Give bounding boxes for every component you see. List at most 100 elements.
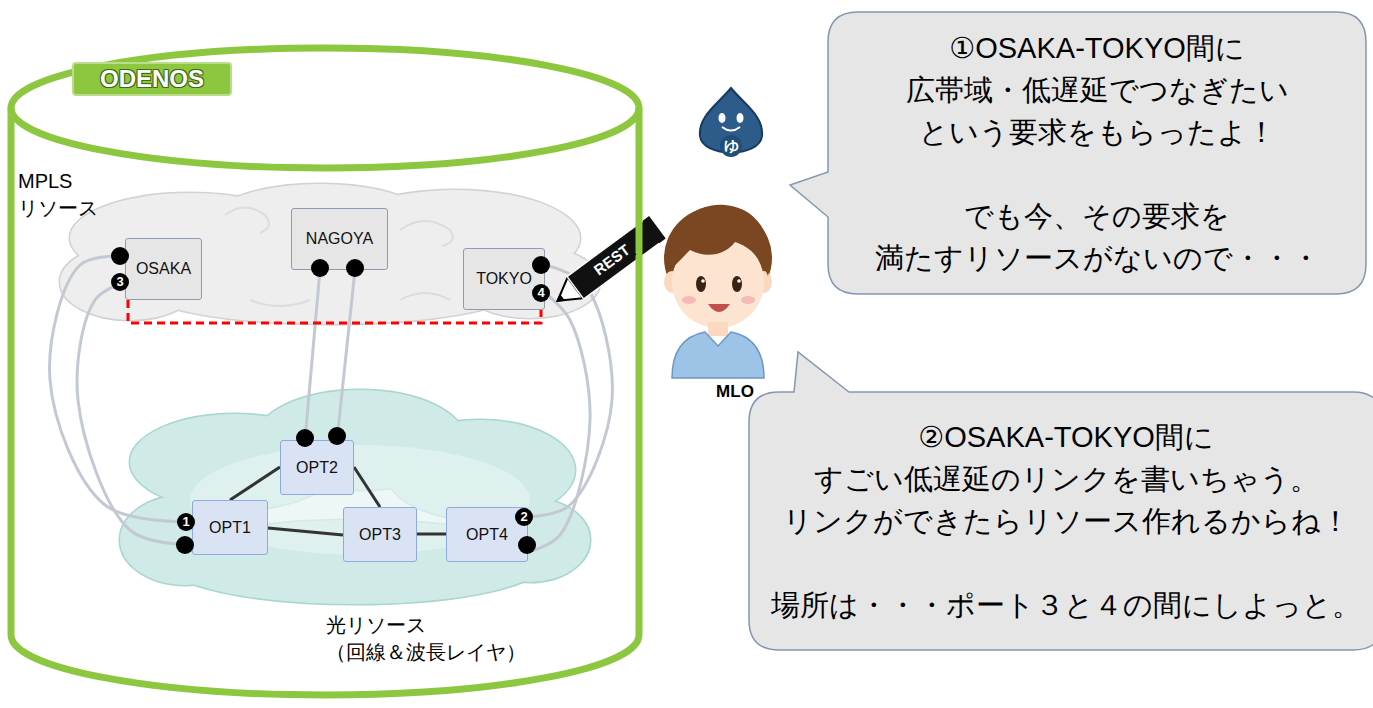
cloud-swirl [225,208,269,234]
cylinder-outline [7,45,643,700]
shirt [672,332,764,378]
port-dot [176,536,194,554]
text-line: ODENOS [100,65,204,93]
fiber-link [268,528,343,535]
fiber-link [230,467,280,500]
router-box: OSAKA [125,238,202,300]
layer-link [337,270,355,440]
pencil-end [643,216,666,243]
cylinder-body [11,108,639,695]
port-number: 1 [177,513,195,531]
node-name: OPT3 [359,526,401,544]
mascot-letter: ゆ [720,135,742,157]
cheek [741,296,755,304]
text-line: OPT3 [359,526,401,544]
bubble-shape [749,352,1373,650]
cloud-swirl [400,293,450,300]
port-dot [532,256,550,274]
node-name: OPT4 [466,526,508,544]
node-name: NAGOYA [306,230,373,248]
optical-cloud [120,390,590,604]
text-line: （回線＆波長レイヤ） [326,639,526,666]
eye [732,276,742,292]
text-line: ゆ [720,135,742,157]
text-line: 2 [515,508,533,526]
text-line: 1 [177,513,195,531]
optical-node-box: OPT2 [280,440,354,495]
router-box: NAGOYA [291,208,388,270]
mascot-mouth [722,127,740,131]
text-line: 3 [111,273,129,291]
layer-link [305,270,320,440]
port-dot [111,247,129,265]
mouth [708,304,730,312]
eye [696,276,706,292]
actor-name: MLO [716,382,754,402]
port-number: 4 [532,284,550,302]
layer-link [77,282,192,545]
text-line: リンクができたらリソース作れるからね！ [783,500,1350,542]
eye-light [737,279,741,283]
layer-label: MPLS リソース [18,168,98,222]
layer-label: 光リソース （回線＆波長レイヤ） [326,612,526,666]
port-number: 2 [515,508,533,526]
text-line: すごい低遅延のリンクを書いちゃう。 [783,458,1350,500]
text-line: TOKYO [476,270,532,288]
eye-light [701,279,705,283]
text-line: OPT4 [466,526,508,544]
speech-text: ①OSAKA-TOKYO間に 広帯域・低遅延でつなぎたい という要求をもらったよ… [906,27,1289,153]
speech-text: でも今、その要求を 満たすリソースがないので・・・ [875,195,1320,279]
neck [708,322,728,336]
mascot-eye [719,113,726,123]
node-name: OPT1 [209,519,251,537]
mpls-cloud [60,184,600,324]
speech-bubble: ①OSAKA-TOKYO間に 広帯域・低遅延でつなぎたい という要求をもらったよ… [828,12,1366,294]
cheek [682,296,696,304]
fiber-link [417,533,446,536]
fiber-link [354,467,380,507]
text-line: NAGOYA [306,230,373,248]
text-line: 場所は・・・ポート３と４の間にしよっと。 [771,584,1361,626]
text-line: でも今、その要求を [875,195,1320,237]
mascot-eye [737,113,744,123]
text-line: OPT2 [296,459,338,477]
text-line: MPLS [18,168,98,195]
layer-link [528,293,590,552]
text-line: 広帯域・低遅延でつなぎたい [906,69,1289,111]
text-line: OSAKA [136,260,191,278]
cylinder-top [11,48,639,168]
pencil-body [567,218,662,299]
platform-cylinder: OSAKA NAGOYA TOKYO OPT1 OPT2OPT3 OPT4 ODENOS [7,45,643,700]
optical-node-box: OPT3 [343,507,417,562]
cloud-swirl [250,300,310,306]
speech-text: 場所は・・・ポート３と４の間にしよっと。 [771,584,1361,626]
platform-badge: ODENOS [72,62,232,96]
node-name: TOKYO [476,270,532,288]
port-dot [296,429,314,447]
cloud-swirl [400,221,453,246]
text-line: MLO [716,382,754,402]
text-line: 4 [532,284,550,302]
bangs [667,205,770,276]
cloud-highlight [190,445,530,555]
speech-text: ②OSAKA-TOKYO間に すごい低遅延のリンクを書いちゃう。 リンクができた… [783,416,1350,542]
rest-label: REST [588,238,637,281]
text-line: ①OSAKA-TOKYO間に [906,27,1289,69]
text-line: ②OSAKA-TOKYO間に [783,416,1350,458]
bubble-shape [790,12,1366,294]
node-name: OPT2 [296,459,338,477]
port-dot [346,259,364,277]
boy [664,205,772,378]
pencil-lead [553,294,565,306]
port-number: 3 [111,273,129,291]
text-line: OPT1 [209,519,251,537]
text-line: 光リソース [326,612,526,639]
port-dot [311,259,329,277]
text-line: 満たすリソースがないので・・・ [875,237,1320,279]
port-dot [518,536,536,554]
port-dot [328,427,346,445]
text-line: という要求をもらったよ！ [906,111,1289,153]
